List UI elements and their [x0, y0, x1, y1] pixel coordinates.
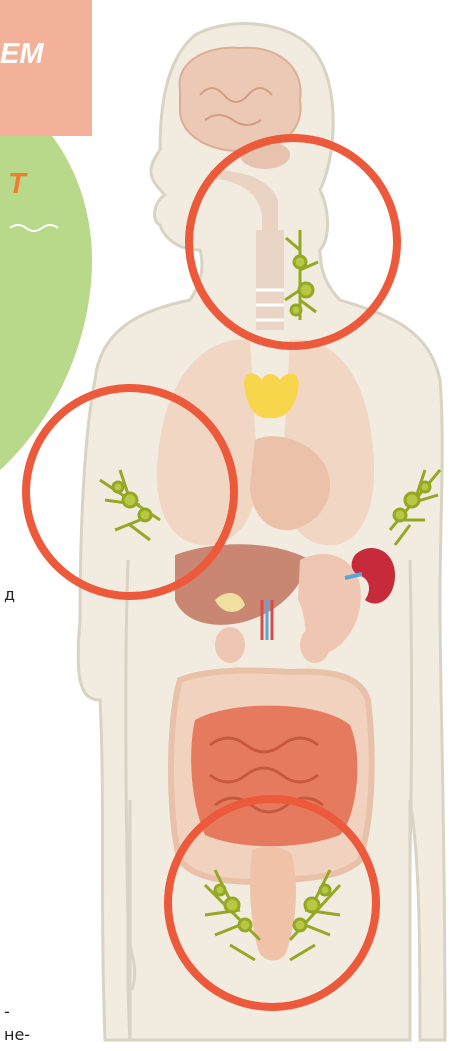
- top-callout-text: ЕМ: [0, 38, 44, 71]
- side-text-line-2: -: [4, 1002, 10, 1021]
- side-text-line-3: не-: [4, 1025, 30, 1044]
- side-text-line-1: д: [4, 585, 15, 604]
- green-callout-text: Т: [8, 168, 26, 201]
- trachea: [256, 230, 284, 330]
- right-arm-line: [410, 560, 412, 860]
- small-intestine: [191, 706, 357, 847]
